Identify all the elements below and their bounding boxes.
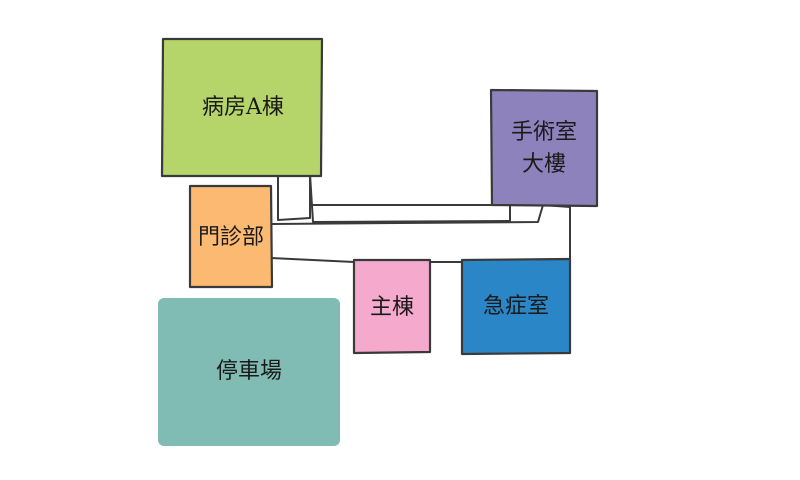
- building-emergency[interactable]: 急症室: [460, 257, 572, 356]
- building-outpatient[interactable]: 門診部: [188, 184, 274, 289]
- building-ward-a[interactable]: 病房A棟: [160, 37, 324, 178]
- corridor-ward-a-to-surgery: [309, 173, 511, 223]
- ward-a-block: [160, 37, 324, 178]
- emergency-block: [460, 257, 572, 356]
- parking-block: [158, 298, 340, 446]
- corridor-ward-a-to-outpatient: [277, 173, 311, 221]
- building-main[interactable]: 主棟: [352, 258, 432, 355]
- surgery-block: [489, 88, 599, 208]
- main-label: 主棟: [370, 295, 414, 320]
- emergency-label: 急症室: [483, 294, 549, 319]
- outpatient-block: [188, 184, 274, 289]
- surgery-label-line2: 大樓: [522, 152, 566, 177]
- building-surgery[interactable]: 手術室 大樓: [489, 88, 599, 208]
- parking-label: 停車場: [216, 359, 282, 384]
- surgery-label-line1: 手術室: [511, 120, 577, 145]
- outpatient-label: 門診部: [198, 225, 264, 250]
- ward-a-label: 病房A棟: [202, 95, 284, 120]
- parking-lot[interactable]: 停車場: [158, 298, 340, 446]
- main-block: [352, 258, 432, 355]
